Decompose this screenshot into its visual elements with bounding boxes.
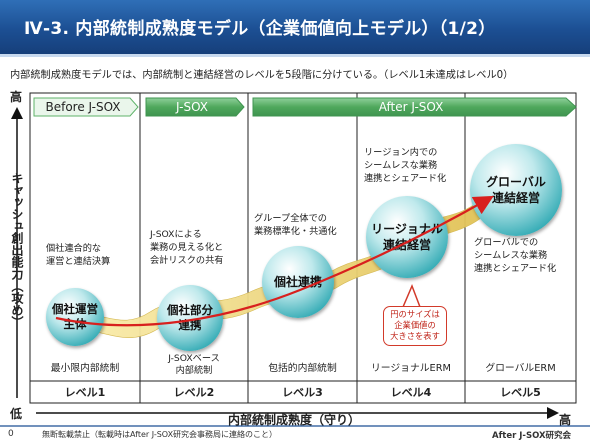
phase-after-jsox-label: After J-SOX: [378, 100, 444, 114]
level4-bubble: リージョナル連結経営: [366, 196, 448, 278]
level4-text: リージョン内でのシームレスな業務連携とシェアード化: [364, 147, 447, 184]
level5-text: グローバルでのシームレスな業務連携とシェアード化: [474, 237, 557, 274]
phase-jsox-label: J-SOX: [176, 100, 208, 114]
level1-text: 個社連合的な運営と連結決算: [46, 243, 111, 267]
level1-label: レベル1: [64, 386, 106, 399]
phase-before-jsox-label: Before J-SOX: [45, 100, 121, 114]
level1-desc: 最小限内部統制: [50, 363, 120, 374]
level5-label: レベル5: [500, 386, 541, 399]
footer-org: After J-SOX研究会: [492, 431, 572, 441]
footer-note: 無断転載禁止（転載時はAfter J-SOX研究会事務局に連絡のこと）: [42, 430, 278, 439]
size-legend-callout: 円のサイズは企業価値の大きさを表す: [383, 306, 447, 346]
level5-bubble: グローバル連結経営: [470, 144, 562, 236]
level2-bubble: 個社部分連携: [157, 285, 223, 351]
level4-label: レベル4: [390, 386, 432, 399]
level3-desc: 包括的内部統制: [268, 363, 337, 374]
y-axis-label: キャッシュ創出能力（攻め）: [10, 172, 24, 328]
page-title: Ⅳ-3. 内部統制成熟度モデル（企業価値向上モデル）（1/2）: [24, 19, 496, 39]
level1-bubble: 個社運営主体: [46, 288, 104, 346]
level2-label: レベル2: [173, 386, 215, 399]
level3-bubble: 個社連携: [262, 246, 334, 318]
subtitle: 内部統制成熟度モデルでは、内部統制と連結経営のレベルを5段階に分けている。（レベ…: [10, 70, 514, 81]
phase-after-jsox: [252, 97, 577, 117]
level5-desc: グローバルERM: [485, 363, 556, 374]
title-underline: [0, 54, 590, 57]
x-axis-label: 内部統制成熟度（守り）: [228, 413, 361, 427]
level3-text: グループ全体での業務標準化・共通化: [254, 213, 337, 237]
page-number: 0: [8, 429, 14, 439]
level2-desc: J-SOXベース内部統制: [168, 353, 220, 376]
level2-text: J-SOXによる業務の見える化と会計リスクの共有: [150, 229, 224, 266]
x-axis-high: 高: [559, 413, 572, 427]
level4-desc: リージョナルERM: [370, 363, 452, 374]
phase-before-jsox: [33, 97, 139, 117]
title-bar: [0, 0, 590, 54]
y-axis-high: 高: [10, 90, 23, 104]
phase-jsox: [145, 97, 245, 117]
level3-label: レベル3: [282, 386, 323, 399]
y-axis-low: 低: [10, 407, 23, 421]
